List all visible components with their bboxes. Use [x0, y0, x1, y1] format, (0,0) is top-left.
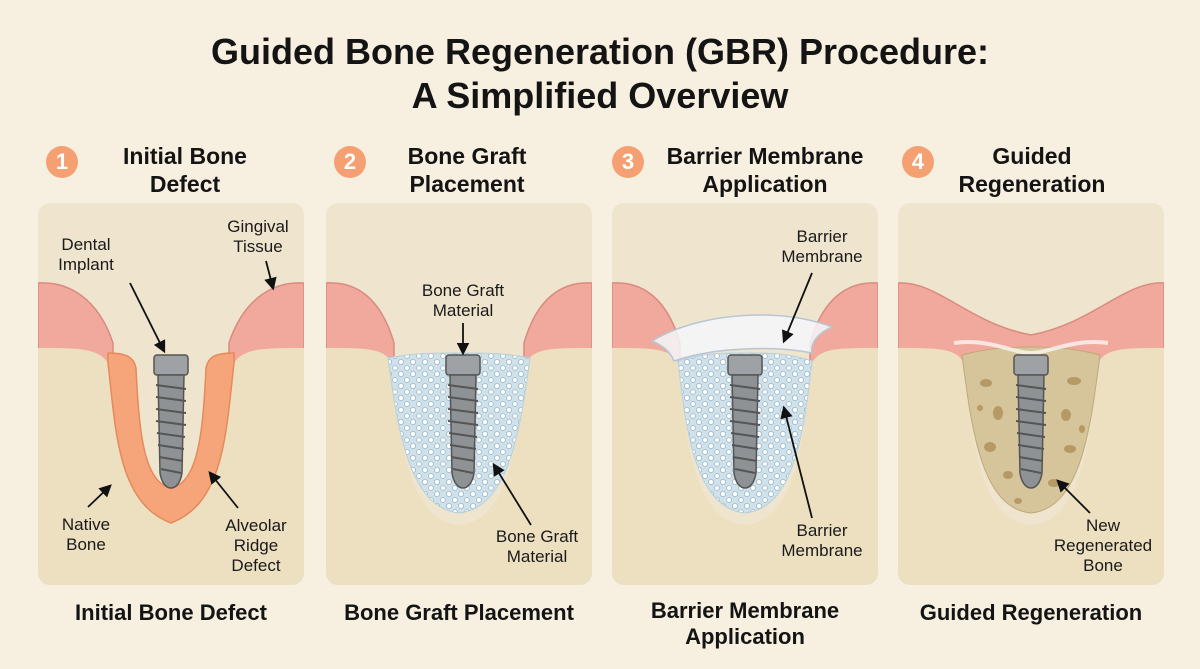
step-2-title-line-2: Placement: [409, 171, 525, 197]
step-4-title-line-2: Regeneration: [958, 171, 1106, 197]
step-3-illustration: [612, 272, 878, 585]
label-native-bone: Native Bone: [61, 515, 111, 554]
step-2-number-badge: 2: [334, 146, 366, 178]
step-3-caption-line-2: Application: [685, 624, 805, 649]
step-1-illustration: [38, 260, 304, 585]
step-2-caption: Bone Graft Placement: [344, 600, 574, 625]
step-4-illustration: [898, 282, 1164, 585]
step-1-caption: Initial Bone Defect: [75, 600, 267, 625]
step-3-number-badge: 3: [612, 146, 644, 178]
page-title: Guided Bone Regeneration (GBR) Procedure…: [0, 30, 1200, 118]
step-3-caption: Barrier Membrane Application: [612, 598, 878, 650]
label-dental-implant: Dental Implant: [58, 235, 114, 274]
step-2-header: 2 Bone Graft Placement: [326, 140, 592, 200]
step-1-title: Initial Bone Defect: [90, 142, 280, 198]
step-2-title: Bone Graft Placement: [372, 142, 562, 198]
step-4-header: 4 Guided Regeneration: [898, 140, 1164, 200]
title-line-1: Guided Bone Regeneration (GBR) Procedure…: [210, 31, 990, 72]
step-2-title-line-1: Bone Graft: [407, 143, 527, 169]
step-2-panel: Bone Graft Material Bone Graft Material: [326, 203, 592, 585]
step-3-header: 3 Barrier Membrane Application: [612, 140, 878, 200]
label-barrier-membrane-bottom: Barrier Membrane: [781, 521, 863, 560]
step-1-defect: [107, 352, 235, 524]
step-3-title-line-1: Barrier Membrane: [666, 143, 864, 169]
step-4-caption: Guided Regeneration: [919, 600, 1143, 625]
step-4-panel: New Regenerated Bone: [898, 203, 1164, 585]
step-3-panel: Barrier Membrane Barrier Membrane: [612, 203, 878, 585]
step-1-native-bone: [38, 348, 304, 585]
label-bone-graft-top: Bone Graft Material: [421, 281, 505, 320]
label-gingival-tissue: Gingival Tissue: [227, 217, 289, 256]
label-new-regenerated-bone: New Regenerated Bone: [1053, 516, 1153, 575]
step-1-title-line-2: Defect: [149, 171, 221, 197]
step-3-caption-line-1: Barrier Membrane: [650, 598, 840, 623]
step-1-header: 1 Initial Bone Defect: [40, 140, 306, 200]
step-1-implant: [153, 354, 189, 489]
step-4-number-badge: 4: [902, 146, 934, 178]
step-3-title-line-2: Application: [702, 171, 828, 197]
step-4-title-line-1: Guided: [992, 143, 1072, 169]
label-bone-graft-bottom: Bone Graft Material: [495, 527, 579, 566]
step-4-title: Guided Regeneration: [942, 142, 1122, 198]
label-barrier-membrane-top: Barrier Membrane: [781, 227, 863, 266]
step-1-panel: Dental Implant Gingival Tissue Native Bo…: [38, 203, 304, 585]
step-3-title: Barrier Membrane Application: [652, 142, 878, 198]
label-alveolar-ridge-defect: Alveolar Ridge Defect: [225, 516, 287, 575]
title-line-2: A Simplified Overview: [411, 75, 789, 116]
step-3-barrier-membrane: [650, 314, 834, 362]
step-1-title-line-1: Initial Bone: [123, 143, 247, 169]
step-1-number-badge: 1: [46, 146, 78, 178]
step-2-illustration: [326, 282, 592, 585]
